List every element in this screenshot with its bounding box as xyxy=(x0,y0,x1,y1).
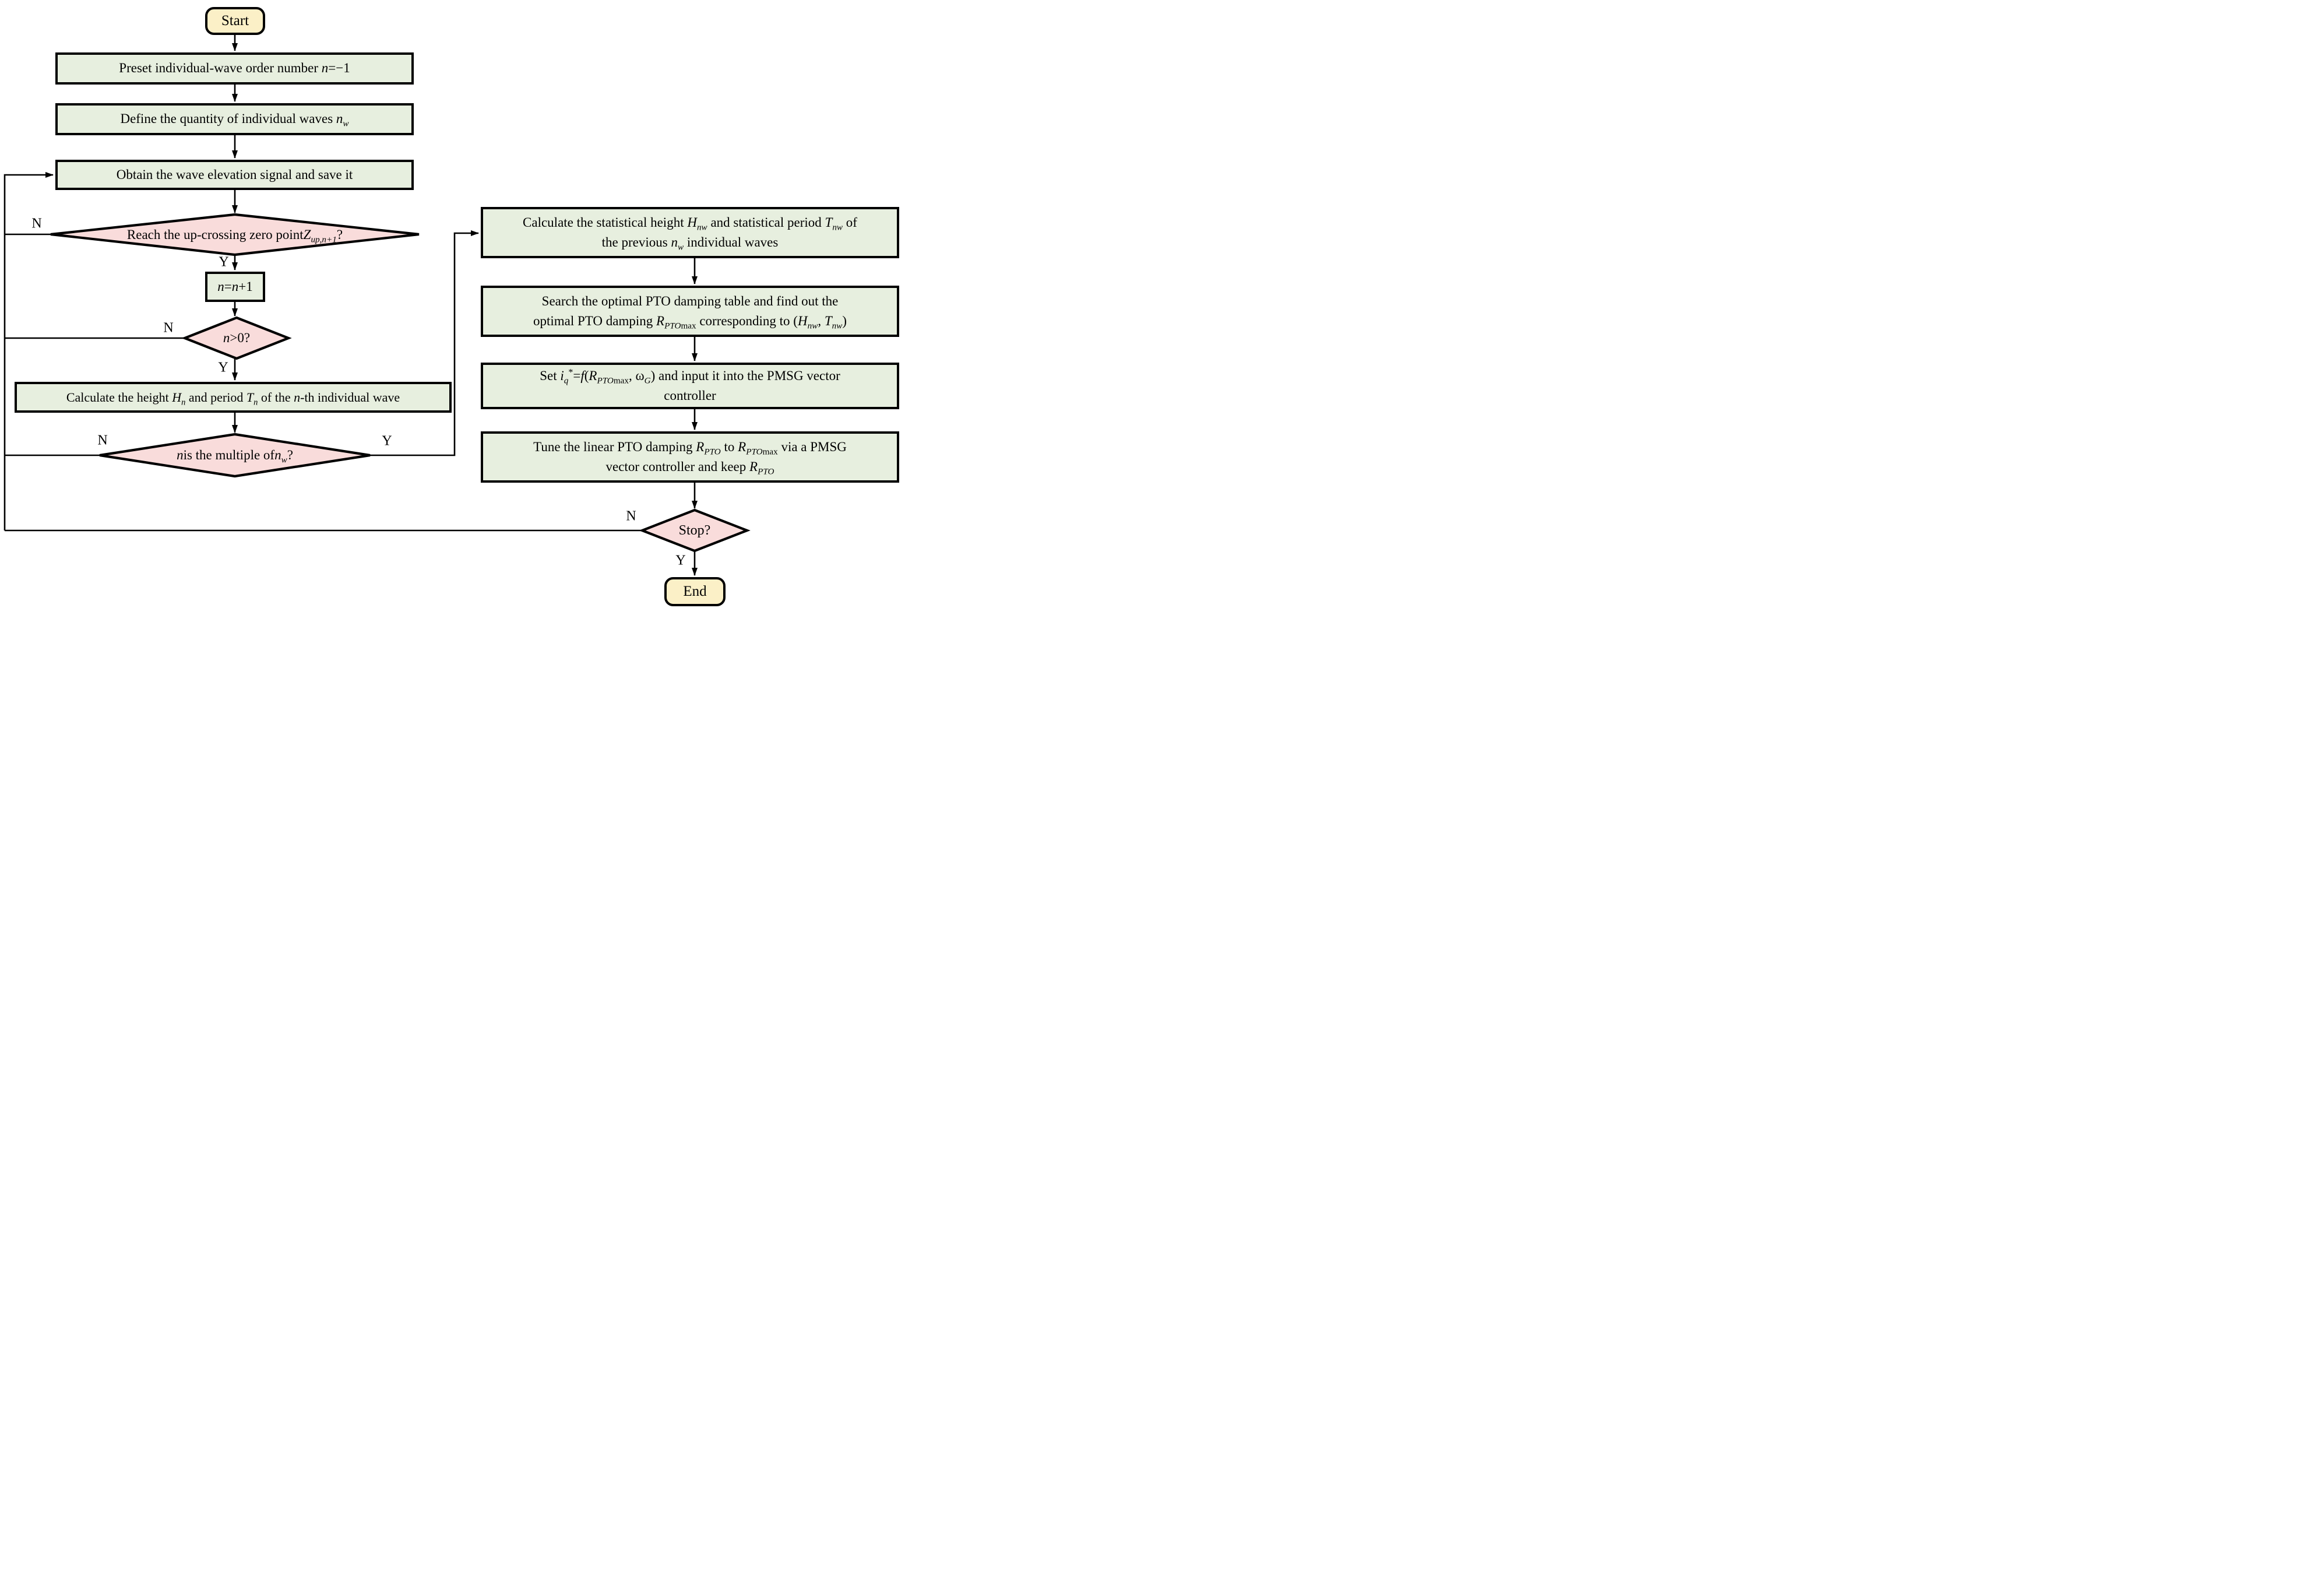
label-npositive-yes: Y xyxy=(218,360,228,375)
label-stop-no: N xyxy=(626,508,636,524)
process-tune-damping-label: Tune the linear PTO damping RPTO to RPTO… xyxy=(533,439,847,477)
process-define-quantity: Define the quantity of individual waves … xyxy=(55,103,414,135)
decision-multiple-shape xyxy=(99,433,371,478)
end-node: End xyxy=(664,577,726,606)
start-node: Start xyxy=(205,7,265,35)
edge-multiple-yes xyxy=(370,230,479,456)
label-npositive-no: N xyxy=(163,320,174,336)
process-preset-label: Preset individual-wave order number n=−1 xyxy=(119,61,350,76)
process-calc-individual-wave-label: Calculate the height Hn and period Tn of… xyxy=(66,390,400,407)
process-calc-individual-wave: Calculate the height Hn and period Tn of… xyxy=(15,382,452,413)
start-label: Start xyxy=(221,13,249,29)
edge-feedback-trunk xyxy=(3,172,54,530)
process-set-iq: Set iq*=f(RPTOmax, ωG) and input it into… xyxy=(481,363,899,409)
process-tune-damping: Tune the linear PTO damping RPTO to RPTO… xyxy=(481,431,899,483)
label-multiple-no: N xyxy=(97,433,108,448)
process-set-iq-label: Set iq*=f(RPTOmax, ωG) and input it into… xyxy=(540,367,840,403)
process-increment-n: n=n+1 xyxy=(205,272,265,302)
label-reachzero-no: N xyxy=(31,216,42,231)
decision-reach-zero-shape xyxy=(50,213,420,256)
process-search-damping-table-label: Search the optimal PTO damping table and… xyxy=(533,293,847,331)
decision-stop-shape xyxy=(639,508,751,553)
process-calc-statistical: Calculate the statistical height Hnw and… xyxy=(481,207,899,258)
process-obtain-signal: Obtain the wave elevation signal and sav… xyxy=(55,160,414,190)
label-reachzero-yes: Y xyxy=(219,254,229,270)
process-define-label: Define the quantity of individual waves … xyxy=(120,111,349,129)
connector-layer xyxy=(3,35,751,576)
process-search-damping-table: Search the optimal PTO damping table and… xyxy=(481,286,899,337)
label-stop-yes: Y xyxy=(675,553,686,568)
decision-n-positive-shape xyxy=(181,316,292,360)
flowchart-canvas: Start End Preset individual-wave order n… xyxy=(0,0,900,609)
label-multiple-yes: Y xyxy=(382,433,392,449)
process-preset-order-number: Preset individual-wave order number n=−1 xyxy=(55,52,414,85)
end-label: End xyxy=(683,584,707,600)
process-increment-label: n=n+1 xyxy=(217,279,253,294)
process-obtain-label: Obtain the wave elevation signal and sav… xyxy=(116,167,353,182)
process-calc-statistical-label: Calculate the statistical height Hnw and… xyxy=(523,215,857,252)
